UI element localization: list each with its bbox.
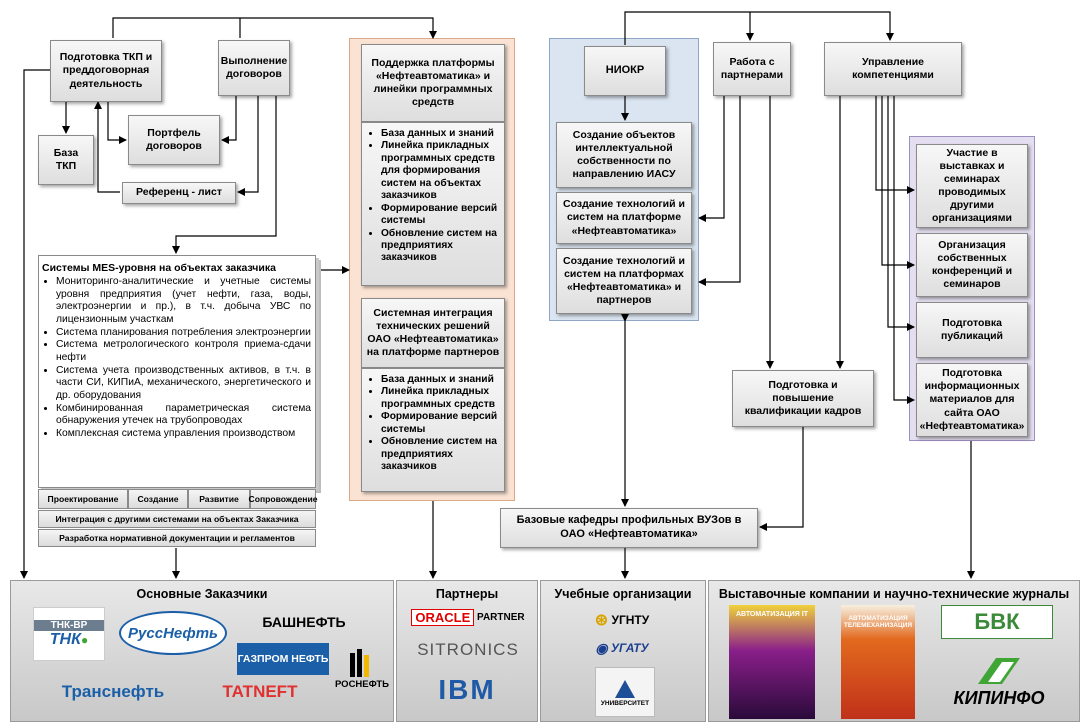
ugatu-logo: ◉ УГАТУ [595, 639, 649, 656]
kipinfo-logo: КИПИНФО [947, 645, 1051, 715]
mes-list: Мониторинго-аналитические и учетные сист… [42, 276, 311, 441]
phase-0[interactable]: Проектирование [38, 489, 128, 509]
phase-1[interactable]: Создание [128, 489, 188, 509]
normative-strip[interactable]: Разработка нормативной документации и ре… [38, 529, 316, 547]
edu-title: Учебные организации [554, 587, 692, 601]
list-item: Система планирования потребления электро… [56, 327, 311, 340]
journal-automation-it: АВТОМАТИЗАЦИЯ IT [729, 605, 815, 719]
customers-section: Основные Заказчики ТНК-ВР ТНК● РуссНефть… [10, 580, 394, 722]
portfolio-box[interactable]: Портфель договоров [128, 115, 220, 165]
phase-3[interactable]: Сопровождение [248, 489, 318, 509]
tech-partners-box[interactable]: Создание технологий и систем на платформ… [556, 248, 692, 314]
list-item: Формирование версий системы [381, 203, 501, 228]
list-item: Мониторинго-аналитические и учетные сист… [56, 276, 311, 327]
tatneft-logo: TATNEFT [222, 682, 298, 701]
competence-item-publications[interactable]: Подготовка публикаций [916, 302, 1028, 358]
base-tkp-box[interactable]: База ТКП [38, 135, 94, 185]
list-item: Система учета производственных активов, … [56, 365, 311, 403]
platform-items-list: База данных и знанийЛинейка прикладных п… [365, 128, 501, 265]
platform-title-box[interactable]: Поддержка платформы «Нефтеавтоматика» и … [361, 44, 505, 122]
competence-item-exhibitions[interactable]: Участие в выставках и семинарах проводим… [916, 144, 1028, 228]
sitronics-logo: SITRONICS [417, 640, 519, 659]
expo-title: Выставочные компании и научно-технически… [718, 587, 1070, 601]
list-item: Комбинированная параметрическая система … [56, 403, 311, 428]
journal-automation-telemechanization: АВТОМАТИЗАЦИЯ ТЕЛЕМЕХАНИЗАЦИЯ [841, 605, 915, 719]
university-icon [615, 679, 635, 698]
list-item: Обновление систем на предприятиях заказч… [381, 436, 501, 473]
staff-training-box[interactable]: Подготовка и повышение квалификации кадр… [732, 370, 874, 427]
tech-platform-box[interactable]: Создание технологий и систем на платформ… [556, 192, 692, 244]
list-item: Линейка прикладных программных средств д… [381, 140, 501, 202]
transneft-logo: Транснефть [61, 682, 165, 701]
university-logo: УНИВЕРСИТЕТ [595, 667, 655, 717]
rosneft-logo: РОСНЕФТЬ [331, 641, 393, 697]
reference-box[interactable]: Референц - лист [122, 182, 236, 204]
competence-item-conferences[interactable]: Организация собственных конференций и се… [916, 233, 1028, 297]
competence-item-website[interactable]: Подготовка информационных материалов для… [916, 363, 1028, 437]
mes-title: Системы MES-уровня на объектах заказчика [42, 262, 276, 274]
kipinfo-icon [978, 657, 1020, 684]
partners-section: Партнеры ORACLE PARTNER SITRONICS IBM [396, 580, 538, 722]
list-item: База данных и знаний [381, 128, 501, 140]
list-item: База данных и знаний [381, 374, 501, 386]
integration-items-list: База данных и знанийЛинейка прикладных п… [365, 374, 501, 474]
list-item: Формирование версий системы [381, 411, 501, 436]
platform-items-box: База данных и знанийЛинейка прикладных п… [361, 122, 505, 286]
list-item: Система метрологического контроля приема… [56, 339, 311, 364]
gazprom-neft-logo: ГАЗПРОМ НЕФТЬ [237, 643, 329, 675]
integration-strip[interactable]: Интеграция с другими системами на объект… [38, 510, 316, 528]
expo-section: Выставочные компании и научно-технически… [708, 580, 1080, 722]
tkp-box[interactable]: Подготовка ТКП и преддоговорная деятельн… [50, 40, 162, 102]
list-item: Комплексная система управления производс… [56, 428, 311, 441]
phase-2[interactable]: Развитие [188, 489, 250, 509]
edu-section: Учебные организации ⊛ УГНТУ ◉ УГАТУ УНИВ… [540, 580, 706, 722]
niokr-box[interactable]: НИОКР [584, 46, 666, 96]
bvk-logo: БВК [941, 605, 1053, 639]
ibm-logo: IBM [438, 674, 496, 705]
ip-box[interactable]: Создание объектов интеллектуальной собст… [556, 122, 692, 188]
rosneft-icon [350, 648, 369, 677]
russneft-logo: РуссНефть [119, 611, 227, 655]
ugntu-logo: ⊛ УГНТУ [594, 612, 650, 629]
contracts-box[interactable]: Выполнение договоров [218, 40, 290, 96]
list-item: Обновление систем на предприятиях заказч… [381, 228, 501, 265]
bashneft-logo: БАШНЕФТЬ [262, 614, 346, 630]
list-item: Линейка прикладных программных средств [381, 386, 501, 411]
customers-title: Основные Заказчики [136, 587, 268, 601]
oracle-partner-logo: ORACLE PARTNER [405, 607, 531, 627]
partners-title: Партнеры [435, 587, 499, 601]
partners-work-box[interactable]: Работа с партнерами [713, 42, 791, 96]
mes-systems-box[interactable]: Системы MES-уровня на объектах заказчика… [38, 255, 316, 488]
competence-box[interactable]: Управление компетенциями [824, 42, 962, 96]
tnk-bp-logo: ТНК-ВР ТНК● [33, 607, 105, 661]
integration-items-box: База данных и знанийЛинейка прикладных п… [361, 368, 505, 492]
universities-box[interactable]: Базовые кафедры профильных ВУЗов в ОАО «… [500, 508, 758, 548]
integration-title-box[interactable]: Системная интеграция технических решений… [361, 298, 505, 368]
